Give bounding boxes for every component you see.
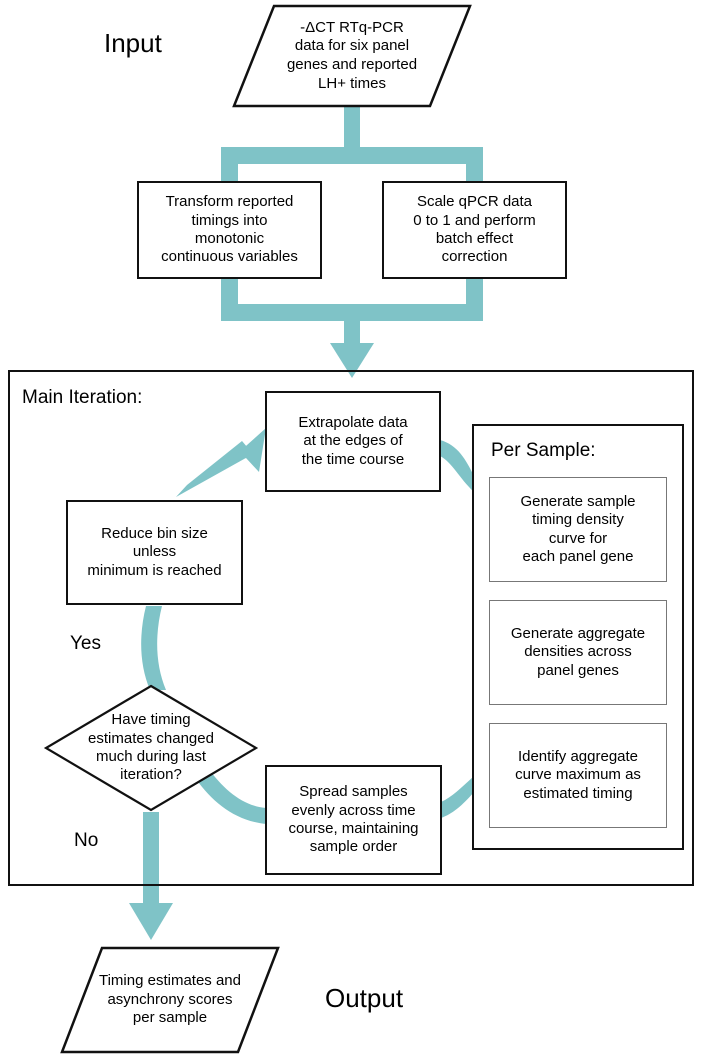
output-section-label: Output <box>325 983 404 1013</box>
main-iteration-label: Main Iteration: <box>22 387 143 408</box>
connector-merge-arrow-stem <box>344 321 360 345</box>
decision-yes-label: Yes <box>70 633 101 654</box>
connector-input-to-split <box>344 105 360 152</box>
connector-merge-bracket <box>221 277 483 321</box>
input-section-label: Input <box>104 28 162 58</box>
connector-no-arrow-head <box>129 903 173 940</box>
decision-no-label: No <box>74 830 99 851</box>
per-sample-label: Per Sample: <box>491 440 596 461</box>
